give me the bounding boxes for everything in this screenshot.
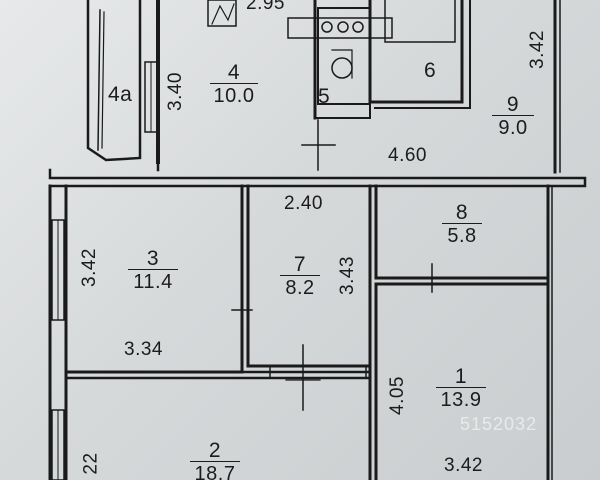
wet-block-inner	[374, 0, 471, 109]
dimension-room3-width: 3.34	[124, 339, 163, 360]
corridor-wall	[314, 103, 371, 119]
dimension-room7-height: 3.43	[336, 256, 358, 295]
room-2: 2 18.7	[190, 440, 240, 480]
balcony-wall	[86, 0, 142, 162]
room2-wall	[64, 370, 372, 380]
main-wall	[48, 168, 587, 188]
room-3: 3 11.4	[128, 248, 178, 292]
room-number: 1	[454, 365, 468, 388]
dimension-room1-width: 3.42	[444, 455, 483, 476]
watermark-text: 5152032	[460, 414, 538, 434]
dimension-room7-width: 2.40	[284, 193, 323, 214]
balcony-rail-inner	[101, 11, 105, 149]
room-label-6: 6	[424, 59, 437, 82]
door-room2	[269, 365, 367, 379]
room-number: 4	[227, 61, 241, 84]
dimension-top-partial: 2.95	[246, 0, 285, 14]
room8-wall	[374, 184, 550, 280]
room-number: 2	[208, 439, 222, 462]
room-area: 18.7	[190, 461, 240, 480]
toilet-area	[317, 7, 371, 105]
room-1: 1 13.9	[436, 366, 486, 410]
sink	[287, 17, 393, 39]
room-label-5: 5	[318, 85, 331, 108]
wet-block	[368, 0, 464, 104]
room-number: 3	[146, 247, 160, 270]
room-4: 4 10.0	[210, 62, 258, 106]
room-area: 9.0	[492, 115, 534, 138]
dimension-room3-height: 3.42	[78, 248, 100, 287]
box-icon	[207, 0, 237, 27]
dimension-right-height: 3.42	[526, 30, 548, 69]
room-7: 7 8.2	[280, 254, 320, 298]
dimension-room2-height: 22	[80, 452, 102, 475]
room-number: 9	[506, 93, 520, 116]
room-label-4a: 4a	[108, 83, 133, 106]
room-area: 8.2	[280, 275, 320, 298]
dimension-room4-height: 3.40	[164, 72, 186, 111]
dimension-corridor-width: 4.60	[388, 145, 427, 166]
room-area: 10.0	[210, 83, 258, 106]
room-number: 7	[293, 253, 307, 276]
room-area: 5.8	[442, 223, 482, 246]
room-area: 13.9	[436, 387, 486, 410]
room-number: 8	[455, 201, 469, 224]
room-8: 8 5.8	[442, 202, 482, 246]
bath-tub	[384, 0, 456, 43]
room-area: 11.4	[128, 269, 178, 292]
room-9: 9 9.0	[492, 94, 534, 138]
dimension-room1-height: 4.05	[386, 376, 408, 415]
balcony-rail	[97, 9, 101, 151]
